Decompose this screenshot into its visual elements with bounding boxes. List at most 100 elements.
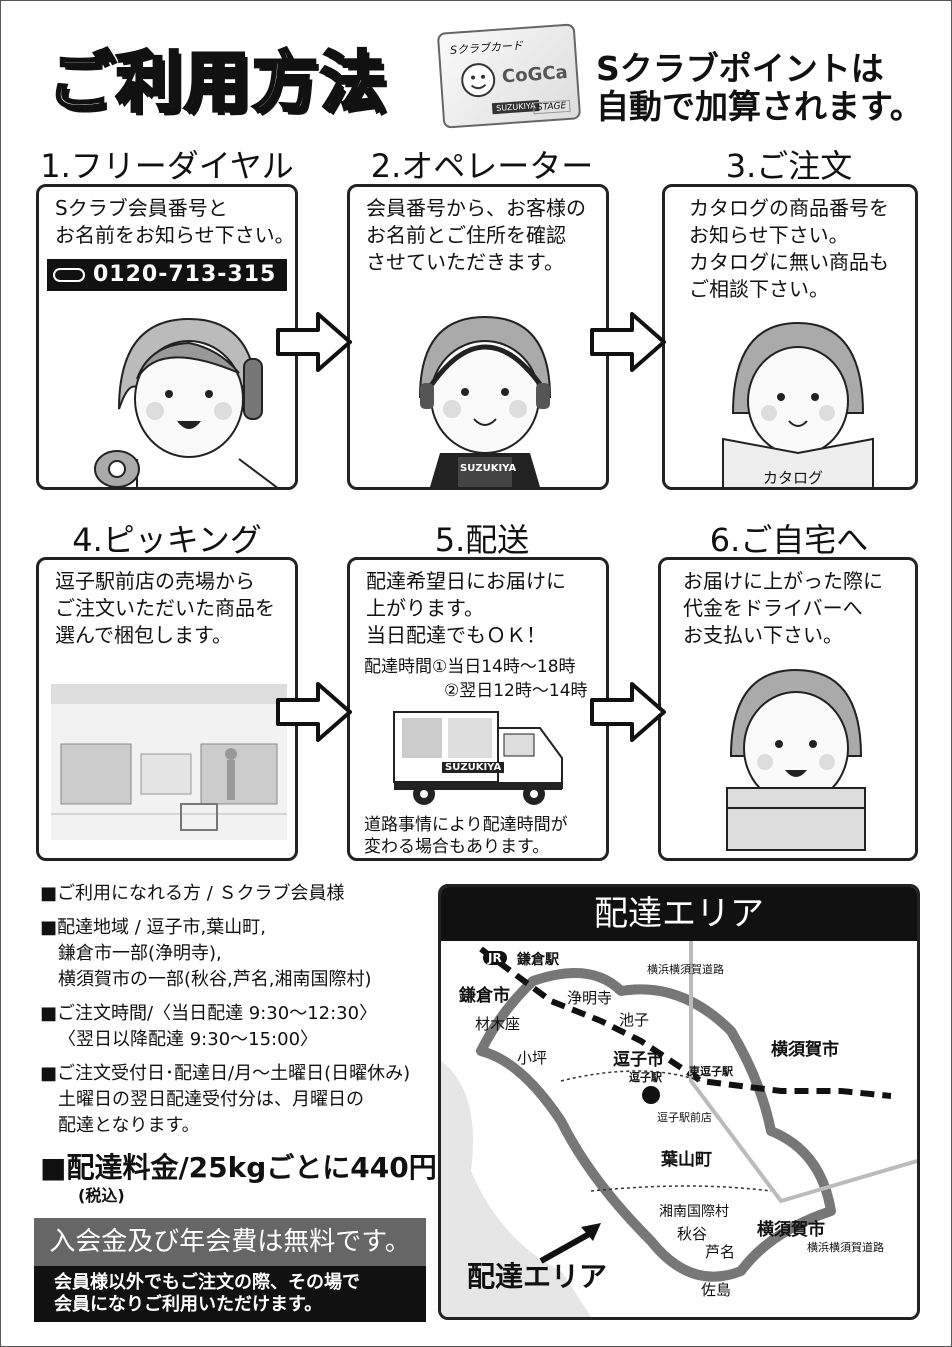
points-line-1: Sクラブポイントは [596,49,884,88]
card-brand: CoGCa [501,61,569,88]
step-2-line: お名前とご住所を確認 [366,223,566,247]
map-label-hayama: 葉山町 [661,1150,712,1170]
phone-number[interactable]: 0120-713-315 [47,259,287,291]
step-2-line: 会員番号から、お客様の [366,196,586,220]
membership-note: 会員様以外でもご注文の際、その場で 会員になりご利用いただけます。 [34,1266,426,1322]
step-5-line: 配達希望日にお届けに [366,569,566,593]
store-interior-illustration [51,684,287,840]
card-mascot-icon [461,63,496,98]
step-4-line: 逗子駅前店の売場から [55,569,255,593]
free-membership-banner: 入会金及び年会費は無料です。 [34,1218,426,1266]
map-label-road-2: 横浜横須賀道路 [807,1241,884,1254]
step-2-line: させていただきます。 [366,250,564,274]
freedial-icon [53,268,85,282]
map-label-kotsubo: 小坪 [517,1049,548,1067]
info-area-2: 鎌倉市一部(浄明寺), [58,943,222,964]
map-label-shonan: 湘南国際村 [659,1204,729,1220]
info-hours-2: 〈翌日以降配達 9:30～15:00〉 [58,1029,319,1050]
map-label-akiya: 秋谷 [677,1225,708,1243]
info-days-2: 土曜日の翌日配達受付分は、月曜日の [58,1089,364,1110]
delivery-note-1: 道路事情により配達時間が [364,815,568,835]
info-members: ■ご利用になれる方 / Ｓクラブ会員様 [40,883,345,904]
step-1-line: Sクラブ会員番号と [55,196,228,220]
map-label-zushi-ekimae: 逗子駅前店 [657,1111,712,1124]
step-6-line: お支払い下さい。 [683,623,843,647]
step-4-box: 逗子駅前店の売場から ご注文いただいた商品を 選んで梱包します。 [36,557,298,861]
step-5-line: 上がります。 [366,596,484,620]
delivery-time-2: ②翌日12時～14時 [444,681,588,701]
step-3-line: カタログの商品番号を [689,196,889,220]
step-3-text: カタログの商品番号を お知らせ下さい。 カタログに無い商品も ご相談下さい。 [689,195,889,303]
membership-note-line: 会員になりご利用いただけます。 [54,1294,323,1315]
step-5-line: 当日配達でもＯＫ！ [366,623,546,647]
arrow-right-icon [590,312,666,372]
step-6-title: 6.ご自宅へ [709,521,869,559]
step-5-box: 配達希望日にお届けに 上がります。 当日配達でもＯＫ！ 配達時間①当日14時～1… [347,557,609,861]
delivery-fee-note: (税込) [78,1186,125,1205]
map-label-zushi-station: 逗子駅 [629,1071,662,1084]
step-4-text: 逗子駅前店の売場から ご注文いただいた商品を 選んで梱包します。 [55,568,275,649]
jr-icon: JR [483,951,507,965]
map-label-kamakura-station: 鎌倉駅 [517,952,559,968]
operator-illustration [418,315,552,487]
arrow-right-icon [276,682,352,742]
info-area-3: 横須賀市の一部(秋谷,芦名,湘南国際村) [58,969,372,990]
map-label-area: 配達エリア [467,1260,608,1293]
delivery-area-map: 配達エリア JR 鎌倉駅 横浜横須賀道路 鎌倉市 浄明寺 材木座 池子 横須賀市… [438,884,920,1320]
points-line-2: 自動で加算されます。 [596,87,923,126]
card-label: Sクラブカード [449,38,524,58]
step-6-line: お届けに上がった際に [683,569,883,593]
step-6-box: お届けに上がった際に 代金をドライバーへ お支払い下さい。 [658,557,918,861]
delivery-fee: ■配達料金/25kgごとに440円 [40,1151,437,1184]
info-hours-1: ■ご注文時間/〈当日配達 9:30～12:30〉 [40,1003,378,1024]
delivery-note-2: 変わる場合もあります。 [364,837,550,857]
map-label-ashina: 芦名 [705,1243,736,1261]
map-title: 配達エリア [441,887,917,941]
step-5-title: 5.配送 [434,521,530,559]
step-6-line: 代金をドライバーへ [683,596,863,620]
step-1-title: 1.フリーダイヤル [40,147,294,185]
member-card: Sクラブカード CoGCa SUZUKIYA STAGE [436,23,582,129]
page-title: ご利用方法 [47,43,388,123]
truck-label: SUZUKIYA [442,762,505,773]
arrow-right-icon [276,312,352,372]
phone-number-text: 0120-713-315 [93,262,277,287]
arrow-right-icon [590,682,666,742]
step-1-box: Sクラブ会員番号と お名前をお知らせ下さい。 0120-713-315 [36,184,298,490]
info-days-3: 配達となります。 [58,1115,200,1136]
step-2-title: 2.オペレーター [370,147,594,185]
woman-catalog-illustration [722,321,874,487]
step-6-text: お届けに上がった際に 代金をドライバーへ お支払い下さい。 [683,568,883,649]
step-1-line: お名前をお知らせ下さい。 [55,223,295,247]
info-area-1: ■配達地域 / 逗子市,葉山町, [40,917,266,938]
map-label-yokosuka-2: 横須賀市 [757,1220,825,1240]
map-label-kamakura: 鎌倉市 [459,986,510,1006]
woman-phone-illustration [94,317,278,487]
map-label-yokosuka-1: 横須賀市 [771,1040,839,1060]
map-label-zushi: 逗子市 [613,1050,664,1070]
map-label-higashi-zushi: 東逗子駅 [689,1065,733,1078]
map-label-sajima: 佐島 [701,1281,732,1299]
step-3-line: カタログに無い商品も [689,250,889,274]
card-stamp: STAGE [532,99,571,115]
step-2-box: 会員番号から、お客様の お名前とご住所を確認 させていただきます。 SUZUKI… [347,184,609,490]
step-3-title: 3.ご注文 [725,147,853,185]
step-4-title: 4.ピッキング [72,521,262,559]
step-3-line: ご相談下さい。 [689,277,829,301]
map-label-ikego: 池子 [619,1011,650,1029]
catalog-label: カタログ [763,469,824,487]
step-4-line: ご注文いただいた商品を [55,596,275,620]
map-drawing [441,941,917,1317]
step-5-text: 配達希望日にお届けに 上がります。 当日配達でもＯＫ！ [366,568,566,649]
membership-note-line: 会員様以外でもご注文の際、その場で [54,1272,360,1293]
step-1-text: Sクラブ会員番号と お名前をお知らせ下さい。 [55,195,295,249]
step-3-box: カタログの商品番号を お知らせ下さい。 カタログに無い商品も ご相談下さい。 カ… [662,184,918,490]
delivery-time-1: 配達時間①当日14時～18時 [364,657,576,677]
step-3-line: お知らせ下さい。 [689,223,849,247]
delivery-truck-illustration [393,711,563,805]
info-days-1: ■ご注文受付日･配達日/月～土曜日(日曜休み) [40,1063,411,1084]
step-4-line: 選んで梱包します。 [55,623,232,647]
step-2-text: 会員番号から、お客様の お名前とご住所を確認 させていただきます。 [366,195,586,276]
map-label-jomyoji: 浄明寺 [567,989,613,1007]
woman-package-illustration [726,668,866,851]
